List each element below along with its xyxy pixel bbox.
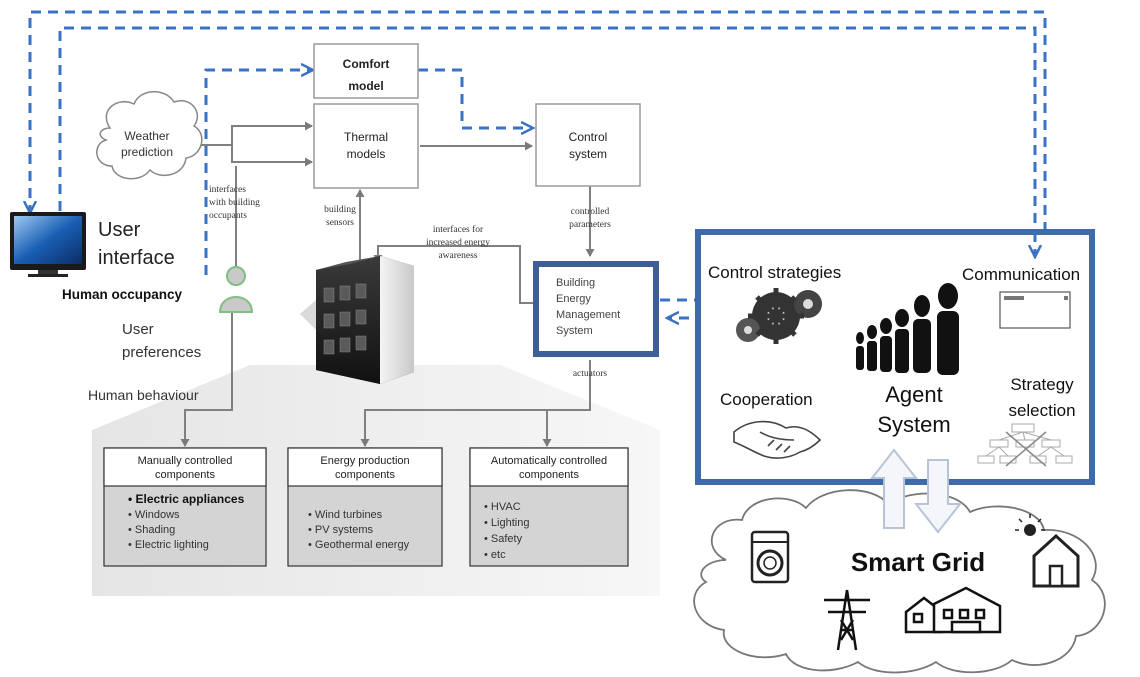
component-item: • Lighting	[484, 517, 529, 529]
connector-lines	[180, 121, 595, 447]
svg-text:System: System	[556, 325, 593, 337]
edge-label-actuators: actuators	[573, 369, 608, 379]
component-box-production: Energy production components • Wind turb…	[287, 447, 443, 567]
agent-figure	[856, 332, 864, 370]
svg-text:Management: Management	[556, 309, 620, 321]
svg-text:increased energy: increased energy	[426, 238, 490, 248]
control-system-box: Control system	[535, 103, 641, 187]
building-icon	[300, 256, 414, 384]
agent-system-panel: Control strategies Communication	[695, 229, 1095, 485]
control-system-label: Control	[569, 130, 608, 144]
svg-text:Energy: Energy	[556, 293, 591, 305]
weather-prediction-label: Weather	[124, 129, 169, 143]
weather-prediction-cloud: Weather prediction	[96, 91, 203, 180]
houses-icon	[904, 586, 1002, 634]
svg-text:prediction: prediction	[121, 145, 173, 159]
component-item: • Electric lighting	[128, 539, 209, 551]
house-sun-icon	[1015, 514, 1080, 588]
bems-box: Building Energy Management System	[533, 261, 659, 357]
svg-text:selection: selection	[1008, 401, 1075, 420]
washing-machine-icon	[750, 530, 790, 584]
bidirectional-arrows-icon	[869, 448, 963, 534]
svg-text:parameters: parameters	[569, 220, 611, 230]
human-behaviour-label: Human behaviour	[88, 387, 199, 403]
agent-figure	[937, 283, 959, 375]
person-icon	[218, 266, 254, 313]
monitor-icon	[10, 212, 86, 277]
agent-figures-icon	[856, 283, 959, 375]
svg-text:with building: with building	[209, 198, 260, 208]
edge-label-parameters: controlled	[571, 207, 610, 217]
component-item: • Wind turbines	[308, 509, 383, 521]
communication-label: Communication	[962, 265, 1080, 284]
component-item: • Safety	[484, 533, 523, 545]
component-item: • PV systems	[308, 524, 373, 536]
component-item: • Windows	[128, 509, 180, 521]
component-item: • Electric appliances	[128, 492, 245, 506]
agent-figure	[880, 318, 892, 372]
svg-text:components: components	[335, 469, 395, 481]
agent-system-label: Agent	[885, 382, 943, 407]
human-occupancy-label: Human occupancy	[62, 287, 183, 302]
thermal-models-label: Thermal	[344, 130, 388, 144]
component-item: • Shading	[128, 524, 175, 536]
communication-icon	[999, 291, 1071, 329]
edge-labels: interfaces with building occupants build…	[209, 184, 611, 379]
gears-icon	[736, 288, 822, 344]
agent-figure	[867, 325, 877, 371]
control-strategies-label: Control strategies	[708, 263, 841, 282]
svg-text:system: system	[569, 147, 607, 161]
comfort-model-label: Comfort	[343, 57, 390, 71]
component-box-automatic: Automatically controlled components • HV…	[469, 447, 629, 567]
edge-label-occupants: interfaces	[209, 184, 246, 195]
component-title: Energy production	[320, 455, 409, 467]
user-preferences-label: User	[122, 321, 154, 338]
left-labels: User interface Human occupancy User pref…	[62, 219, 201, 403]
component-item: • Geothermal energy	[308, 539, 410, 551]
comfort-model-box: Comfort model	[313, 43, 419, 99]
component-item: • etc	[484, 549, 506, 561]
svg-text:sensors: sensors	[326, 218, 354, 228]
agent-figure	[895, 309, 909, 373]
edge-label-awareness: interfaces for	[433, 224, 484, 235]
cooperation-label: Cooperation	[720, 390, 813, 409]
svg-text:components: components	[519, 469, 579, 481]
smart-grid-title: Smart Grid	[851, 547, 985, 577]
svg-text:occupants: occupants	[209, 211, 247, 221]
component-title: Automatically controlled	[491, 455, 607, 467]
component-title: Manually controlled	[138, 455, 233, 467]
agent-figure	[913, 295, 931, 373]
user-interface-label: User	[98, 219, 141, 241]
svg-text:awareness: awareness	[438, 251, 477, 261]
svg-text:preferences: preferences	[122, 344, 201, 361]
strategy-tree-icon	[977, 423, 1073, 467]
svg-text:components: components	[155, 469, 215, 481]
edge-label-sensors: building	[324, 205, 356, 215]
smart-grid-cloud: Smart Grid	[693, 489, 1106, 674]
bems-label: Building	[556, 277, 595, 289]
svg-text:model: model	[348, 79, 383, 93]
strategy-selection-label: Strategy	[1010, 375, 1074, 394]
svg-text:System: System	[877, 412, 950, 437]
svg-text:interface: interface	[98, 247, 175, 269]
thermal-models-box: Thermal models	[313, 103, 419, 189]
component-box-manual: Manually controlled components • Electri…	[103, 447, 267, 567]
svg-text:models: models	[347, 147, 386, 161]
handshake-icon	[733, 420, 822, 459]
power-tower-icon	[824, 589, 870, 651]
component-item: • HVAC	[484, 501, 521, 513]
